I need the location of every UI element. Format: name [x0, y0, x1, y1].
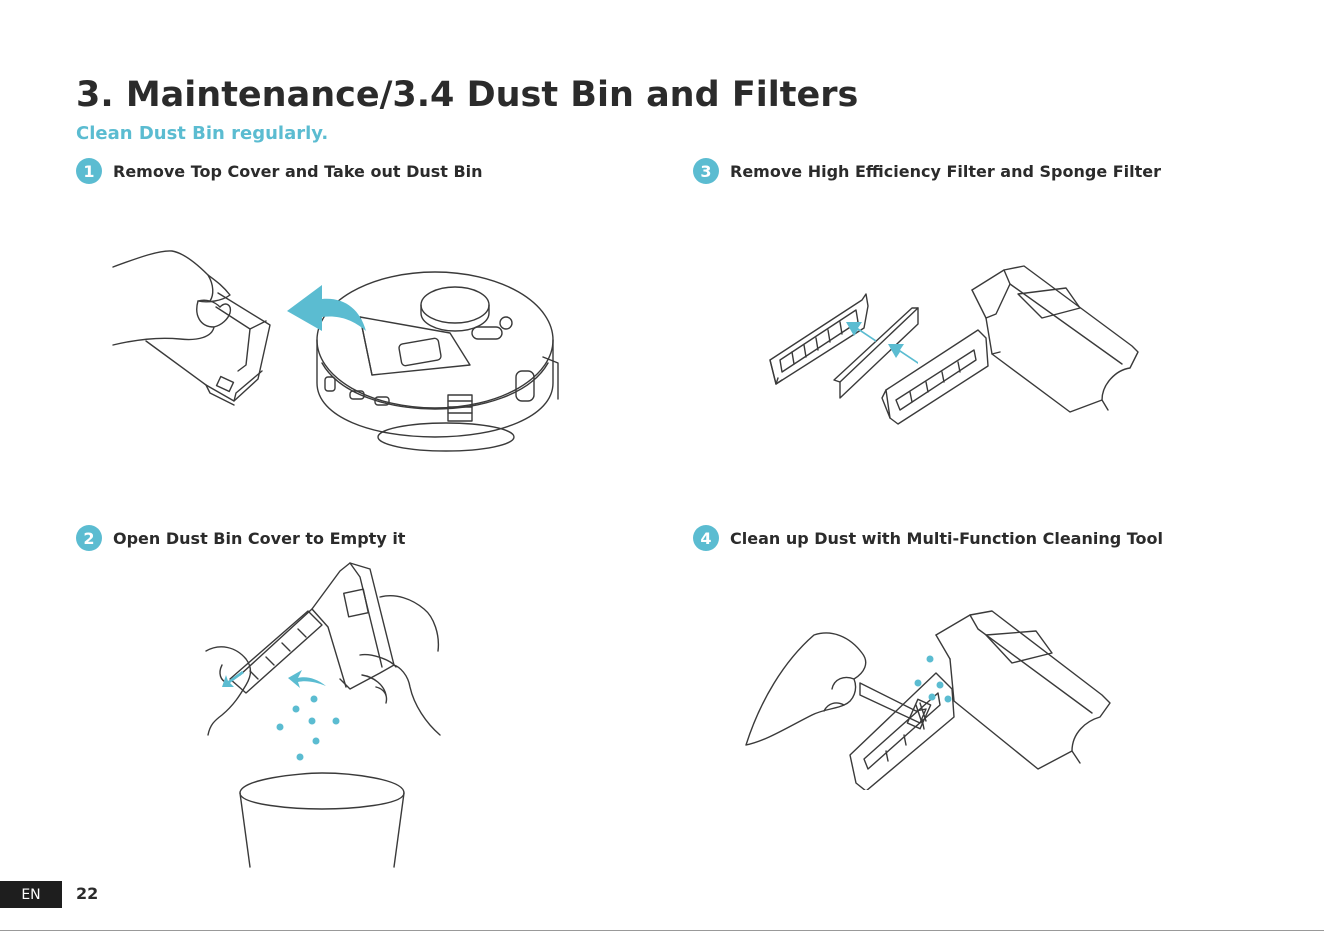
straight-arrow-icon: [886, 342, 920, 368]
straight-arrow-icon: [222, 671, 246, 689]
dust-particles: [912, 655, 962, 710]
step-4-header: 4 Clean up Dust with Multi-Function Clea…: [693, 525, 1163, 551]
step-1-illustration: [110, 245, 560, 455]
step-1-header: 1 Remove Top Cover and Take out Dust Bin: [76, 158, 483, 184]
page-subtitle: Clean Dust Bin regularly.: [76, 122, 328, 146]
dust-particles: [274, 695, 354, 775]
bottom-divider: [0, 930, 1324, 931]
straight-arrow-icon: [844, 320, 878, 346]
step-3-number-badge: 3: [693, 158, 719, 184]
step-4-number-badge: 4: [693, 525, 719, 551]
step-3-title: Remove High Efficiency Filter and Sponge…: [730, 162, 1161, 181]
step-2-header: 2 Open Dust Bin Cover to Empty it: [76, 525, 405, 551]
step-2-illustration: [200, 555, 450, 870]
step-1-number-badge: 1: [76, 158, 102, 184]
curved-arrow-icon: [288, 668, 328, 690]
step-4-illustration: [740, 605, 1140, 790]
language-tag: EN: [0, 881, 62, 908]
step-3-header: 3 Remove High Efficiency Filter and Spon…: [693, 158, 1161, 184]
curved-arrow-icon: [282, 279, 372, 349]
step-1-title: Remove Top Cover and Take out Dust Bin: [113, 162, 483, 181]
page-number: 22: [76, 882, 98, 906]
step-2-number-badge: 2: [76, 525, 102, 551]
page-title: 3. Maintenance/3.4 Dust Bin and Filters: [76, 74, 858, 116]
step-3-illustration: [760, 260, 1140, 430]
step-2-title: Open Dust Bin Cover to Empty it: [113, 529, 405, 548]
step-4-title: Clean up Dust with Multi-Function Cleani…: [730, 529, 1163, 548]
